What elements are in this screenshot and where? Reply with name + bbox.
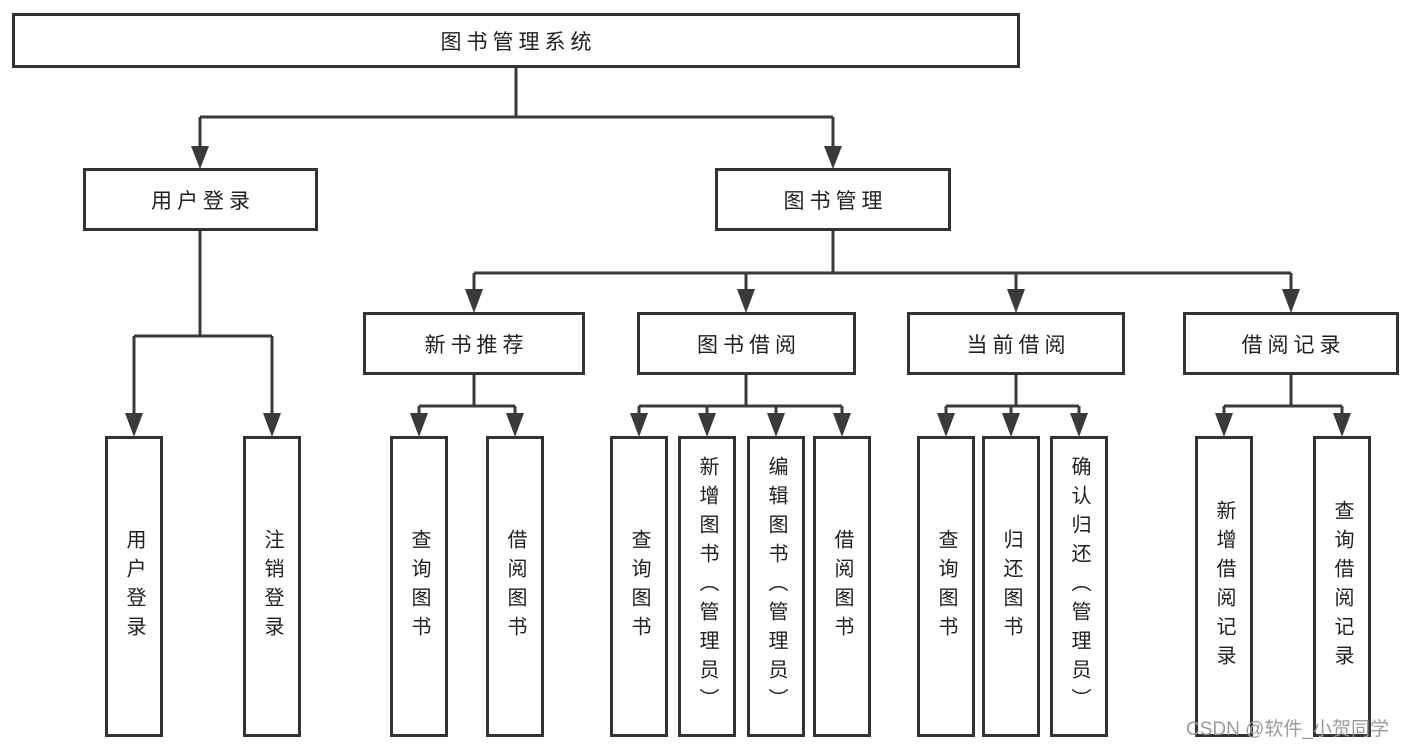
connector-current-borrow-to-children	[937, 375, 1088, 437]
leaf-query-book-current: 查询图书	[917, 436, 975, 737]
leaf-query-book-borrow: 查询图书	[610, 436, 668, 737]
leaf-edit-book-admin: 编辑图书（管理员）	[747, 436, 805, 737]
node-book-management-module: 图书管理	[715, 168, 951, 231]
node-new-book-recommend: 新书推荐	[363, 312, 585, 375]
leaf-borrow-book: 借阅图书	[813, 436, 871, 737]
node-current-borrow: 当前借阅	[907, 312, 1125, 375]
connector-root-to-children	[191, 68, 842, 169]
connector-borrow-record-to-children	[1215, 375, 1351, 437]
connector-book-borrow-to-children	[630, 375, 851, 437]
node-user-login-module: 用户登录	[83, 168, 318, 231]
connector-new-book-to-children	[410, 375, 524, 437]
leaf-user-login: 用户登录	[105, 436, 163, 737]
leaf-add-borrow-record: 新增借阅记录	[1195, 436, 1253, 737]
node-root-system: 图书管理系统	[12, 13, 1020, 68]
connector-user-login-to-children	[125, 231, 281, 437]
leaf-add-book-admin: 新增图书（管理员）	[678, 436, 736, 737]
leaf-query-book-recommend: 查询图书	[390, 436, 448, 737]
leaf-logout: 注销登录	[243, 436, 301, 737]
leaf-return-book: 归还图书	[982, 436, 1040, 737]
connector-book-management-to-children	[465, 231, 1300, 313]
csdn-watermark: CSDN @软件_小贺同学	[1186, 719, 1389, 740]
leaf-confirm-return-admin: 确认归还（管理员）	[1050, 436, 1108, 737]
node-borrow-record: 借阅记录	[1183, 312, 1399, 375]
node-book-borrow: 图书借阅	[637, 312, 856, 375]
leaf-borrow-book-recommend: 借阅图书	[486, 436, 544, 737]
leaf-query-borrow-record: 查询借阅记录	[1313, 436, 1371, 737]
